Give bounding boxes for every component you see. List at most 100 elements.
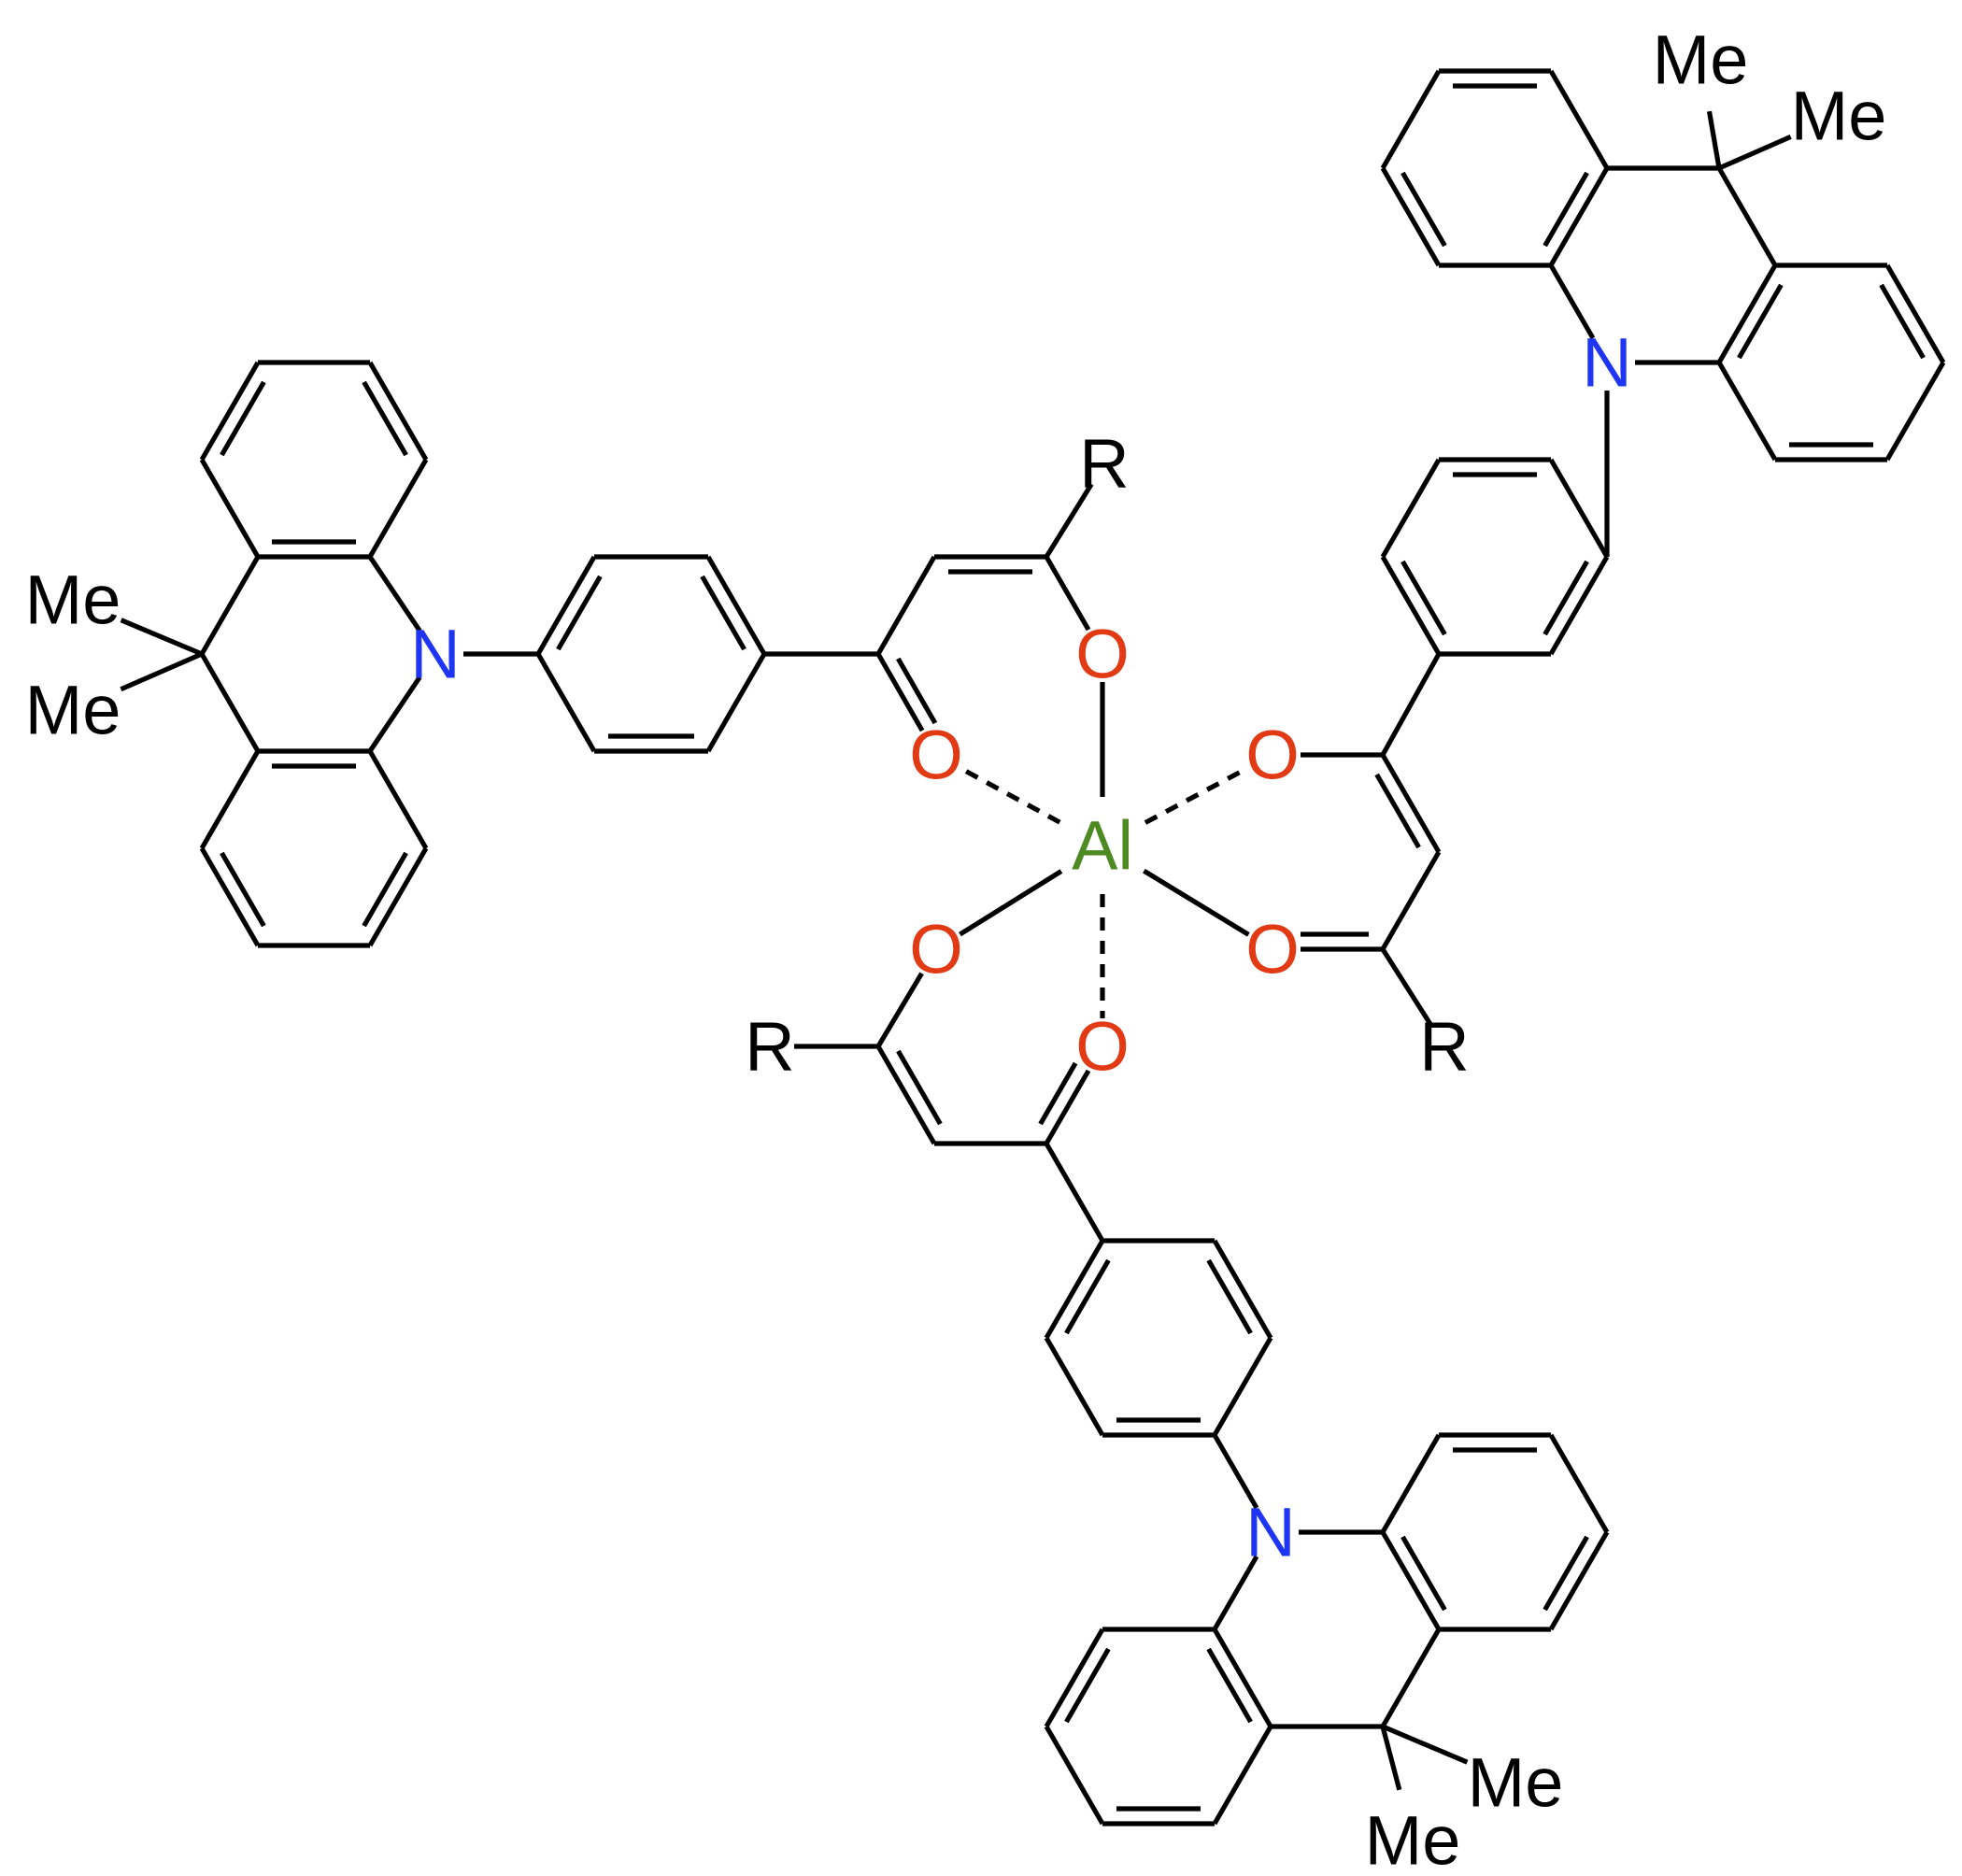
double-bond-inner bbox=[1206, 1647, 1253, 1724]
methyl-label: Me bbox=[25, 561, 121, 639]
double-bond bbox=[1380, 1530, 1442, 1631]
double-bond-inner bbox=[1038, 1061, 1078, 1126]
methyl-label: Me bbox=[25, 672, 121, 749]
double-bond-inner bbox=[1879, 283, 1926, 360]
double-bond bbox=[367, 361, 429, 462]
double-bond bbox=[367, 846, 429, 947]
single-bond bbox=[1212, 1725, 1273, 1826]
single-bond bbox=[705, 652, 767, 753]
double-bond-inner bbox=[220, 380, 266, 457]
single-bond bbox=[1548, 69, 1610, 170]
single-bond bbox=[1380, 458, 1442, 559]
oxygen-atom: O bbox=[909, 717, 963, 794]
r-group-label: R bbox=[1079, 425, 1129, 503]
double-bond-inner bbox=[1543, 171, 1589, 248]
double-bond-inner bbox=[1543, 560, 1589, 636]
nitrogen-atom: N bbox=[1582, 324, 1631, 402]
oxygen-atom: O bbox=[1245, 911, 1300, 988]
double-bond bbox=[1548, 555, 1610, 656]
single-bond bbox=[120, 651, 204, 692]
double-bond-inner bbox=[1064, 1258, 1111, 1335]
aluminium-atom: Al bbox=[1072, 807, 1133, 885]
double-bond-inner bbox=[896, 1049, 943, 1126]
single-bond bbox=[1706, 110, 1722, 169]
nitrogen-atom: N bbox=[1245, 1494, 1295, 1571]
single-bond bbox=[1380, 1627, 1442, 1728]
double-bond bbox=[1212, 1239, 1273, 1340]
double-bond bbox=[705, 555, 767, 656]
single-bond bbox=[1381, 1724, 1469, 1765]
single-bond bbox=[367, 675, 422, 753]
single-bond bbox=[1548, 458, 1610, 559]
double-bond bbox=[199, 846, 261, 947]
double-bond bbox=[1380, 555, 1442, 656]
single-bond bbox=[875, 555, 937, 656]
coordination-bond bbox=[1144, 765, 1249, 825]
single-bond bbox=[199, 749, 261, 850]
double-bond-inner bbox=[362, 380, 408, 457]
double-bond bbox=[1380, 166, 1442, 267]
single-bond bbox=[875, 972, 924, 1048]
single-bond bbox=[1884, 361, 1946, 462]
single-bond bbox=[535, 652, 597, 753]
double-bond bbox=[1884, 263, 1946, 364]
single-bond bbox=[367, 749, 429, 850]
methyl-label: Me bbox=[1791, 78, 1887, 155]
double-bond bbox=[1380, 753, 1442, 854]
single-bond bbox=[1548, 263, 1596, 340]
single-bond bbox=[1212, 1336, 1273, 1437]
single-bond bbox=[199, 458, 261, 559]
coordination-bond bbox=[960, 766, 1061, 825]
double-bond-inner bbox=[362, 851, 408, 928]
single-bond bbox=[1380, 69, 1442, 170]
double-bond bbox=[1044, 1239, 1105, 1340]
single-bond bbox=[1044, 482, 1094, 559]
single-bond bbox=[1380, 652, 1442, 757]
double-bond bbox=[1548, 166, 1610, 267]
single-bond bbox=[1716, 166, 1778, 267]
double-bond bbox=[535, 555, 597, 656]
double-bond bbox=[1548, 1530, 1610, 1631]
double-bond bbox=[875, 1045, 937, 1145]
double-bond-inner bbox=[896, 657, 938, 725]
double-bond bbox=[1716, 263, 1778, 364]
nitrogen-atom: N bbox=[410, 616, 460, 693]
single-bond bbox=[199, 555, 261, 656]
r-group-label: R bbox=[745, 1008, 794, 1086]
single-bond bbox=[367, 458, 429, 559]
double-bond bbox=[199, 361, 261, 462]
single-bond bbox=[367, 555, 422, 632]
single-bond bbox=[1380, 1433, 1442, 1534]
double-bond-inner bbox=[1400, 560, 1447, 636]
oxygen-atom: O bbox=[1075, 1008, 1130, 1086]
r-group-label: R bbox=[1419, 1008, 1469, 1086]
methyl-label: Me bbox=[1365, 1802, 1461, 1876]
single-bond bbox=[1380, 1726, 1402, 1791]
double-bond-inner bbox=[220, 851, 266, 928]
single-bond bbox=[199, 652, 261, 753]
bond-layer bbox=[120, 68, 1946, 1826]
double-bond-inner bbox=[1737, 283, 1784, 360]
double-bond-inner bbox=[1543, 1535, 1589, 1612]
single-bond bbox=[1212, 1433, 1259, 1510]
double-bond-inner bbox=[1400, 1535, 1447, 1612]
single-bond bbox=[1380, 947, 1434, 1028]
single-bond bbox=[1212, 1555, 1259, 1631]
single-bond bbox=[959, 869, 1063, 937]
single-bond bbox=[1044, 1725, 1105, 1826]
single-bond bbox=[1380, 850, 1442, 951]
double-bond-inner bbox=[1206, 1258, 1253, 1335]
double-bond-inner bbox=[556, 575, 603, 651]
double-bond bbox=[1212, 1627, 1273, 1728]
single-bond bbox=[1044, 1336, 1105, 1437]
double-bond-inner bbox=[1064, 1647, 1111, 1724]
oxygen-atom: O bbox=[1075, 616, 1130, 693]
methyl-label: Me bbox=[1653, 21, 1749, 99]
oxygen-atom: O bbox=[909, 911, 963, 988]
double-bond-inner bbox=[1374, 773, 1421, 849]
single-bond bbox=[1143, 868, 1250, 937]
double-bond-inner bbox=[1400, 171, 1447, 248]
